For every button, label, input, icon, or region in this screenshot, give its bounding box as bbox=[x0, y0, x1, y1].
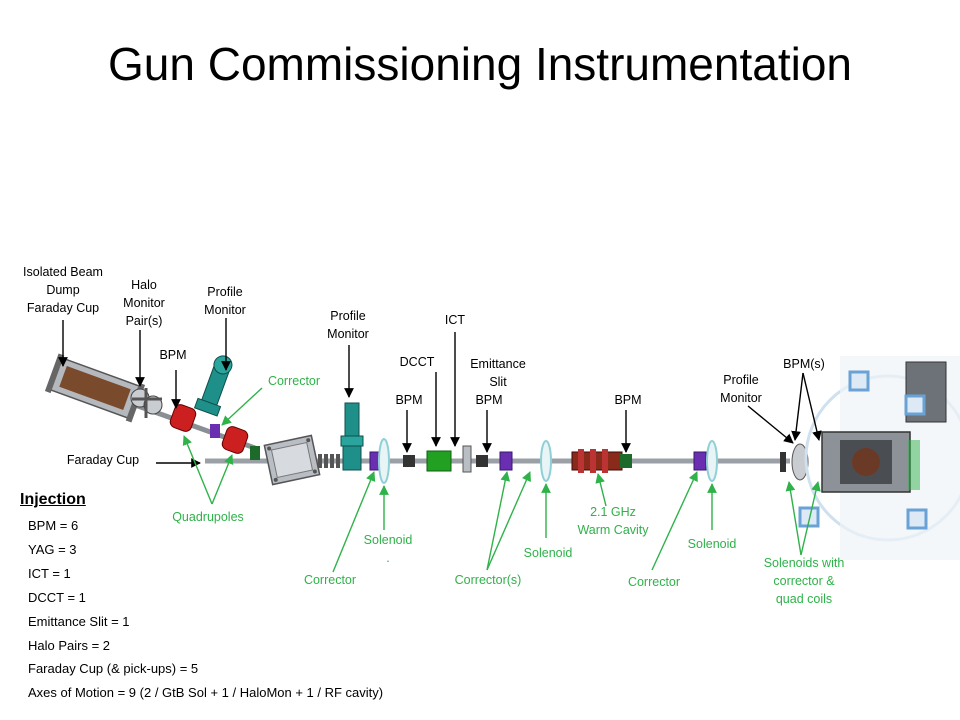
arrow-corrector-top bbox=[221, 387, 263, 426]
label-bpm-4: BPM bbox=[614, 393, 642, 407]
label-emittance-slit: Emittance Slit bbox=[470, 357, 526, 389]
summary-item: YAG = 3 bbox=[28, 541, 77, 557]
dcct-body bbox=[426, 450, 452, 472]
label-corrector-top: Corrector bbox=[267, 374, 321, 388]
black-callout-arrows bbox=[58, 318, 822, 468]
solenoid-1 bbox=[369, 438, 390, 484]
label-corrector-s: Corrector(s) bbox=[454, 573, 522, 587]
summary-item: DCCT = 1 bbox=[28, 589, 86, 605]
arrow-bpm-s-a bbox=[791, 372, 804, 441]
label-corrector-1: Corrector bbox=[303, 573, 357, 587]
profile-monitor-1 bbox=[193, 355, 233, 417]
arrow-quad-a bbox=[182, 435, 213, 505]
label-warm-cavity: 2.1 GHz Warm Cavity bbox=[577, 505, 649, 537]
summary-title: Injection bbox=[20, 491, 86, 508]
label-faraday-cup: Faraday Cup bbox=[66, 453, 140, 467]
label-profile-monitor-3: Profile Monitor bbox=[720, 373, 762, 405]
label-ict: ICT bbox=[444, 313, 466, 327]
label-profile-monitor-1: Profile Monitor bbox=[204, 285, 246, 317]
arrow-corrector-2 bbox=[651, 471, 698, 571]
label-solenoid-3: Solenoid bbox=[687, 537, 737, 551]
arrow-solenoids-quad-a bbox=[785, 481, 802, 556]
corrector-block bbox=[250, 446, 260, 460]
arrow-warm-cavity bbox=[595, 473, 607, 507]
label-quadrupoles: Quadrupoles bbox=[172, 510, 244, 524]
arrow-solenoids-quad-b bbox=[800, 481, 821, 556]
injection-summary: Injection BPM = 6 YAG = 3 ICT = 1 DCCT =… bbox=[20, 489, 383, 705]
summary-item: Faraday Cup (& pick-ups) = 5 bbox=[28, 661, 199, 677]
bpm-2-body bbox=[403, 455, 415, 467]
halo-monitor-pair bbox=[130, 388, 163, 418]
label-isolated-beam-dump: Isolated Beam Dump Faraday Cup bbox=[23, 265, 103, 315]
warm-cavity bbox=[571, 449, 632, 473]
dc-gun-assembly bbox=[780, 356, 960, 560]
quadrupole-magnets bbox=[169, 404, 249, 454]
summary-item: Emittance Slit = 1 bbox=[28, 613, 130, 629]
summary-item: BPM = 6 bbox=[28, 518, 79, 533]
summary-item: Axes of Motion = 9 (2 / GtB Sol + 1 / Ha… bbox=[28, 685, 384, 701]
arrow-bpm-s-b bbox=[802, 372, 822, 441]
gun-chamber bbox=[263, 434, 321, 486]
label-bpm-s: BPM(s) bbox=[783, 357, 825, 371]
arrow-profile-monitor-3 bbox=[747, 405, 794, 444]
label-bpm-3: BPM bbox=[475, 393, 503, 407]
label-solenoids-quad: Solenoids with corrector & quad coils bbox=[763, 556, 845, 606]
arrow-quad-b bbox=[211, 454, 234, 505]
label-bpm-1: BPM bbox=[159, 348, 187, 362]
slide-title: Gun Commissioning Instrumentation bbox=[108, 38, 852, 90]
summary-item: ICT = 1 bbox=[28, 565, 71, 581]
bellows bbox=[318, 454, 340, 468]
label-dcct: DCCT bbox=[399, 355, 435, 369]
arrow-corrector-s-a bbox=[486, 471, 511, 571]
arrow-corrector-1 bbox=[332, 471, 376, 573]
emittance-slit-body bbox=[462, 445, 488, 473]
solenoid-2 bbox=[499, 440, 552, 482]
label-halo-monitor: Halo Monitor Pair(s) bbox=[123, 278, 165, 328]
green-callout-arrows bbox=[182, 387, 821, 573]
summary-item: Halo Pairs = 2 bbox=[28, 637, 111, 653]
beam-dump-cylinder bbox=[44, 353, 146, 423]
summary-list: BPM = 6 YAG = 3 ICT = 1 DCCT = 1 Emittan… bbox=[28, 514, 383, 705]
label-solenoid-1: Solenoid . bbox=[363, 533, 413, 565]
solenoid-3 bbox=[693, 440, 718, 482]
beamline-hardware bbox=[44, 353, 960, 560]
label-bpm-2: BPM bbox=[395, 393, 423, 407]
label-corrector-2: Corrector bbox=[627, 575, 681, 589]
label-profile-monitor-2: Profile Monitor bbox=[327, 309, 369, 341]
label-solenoid-2: Solenoid bbox=[523, 546, 573, 560]
profile-monitor-2 bbox=[340, 402, 364, 471]
arrow-corrector-s-b bbox=[486, 471, 531, 571]
